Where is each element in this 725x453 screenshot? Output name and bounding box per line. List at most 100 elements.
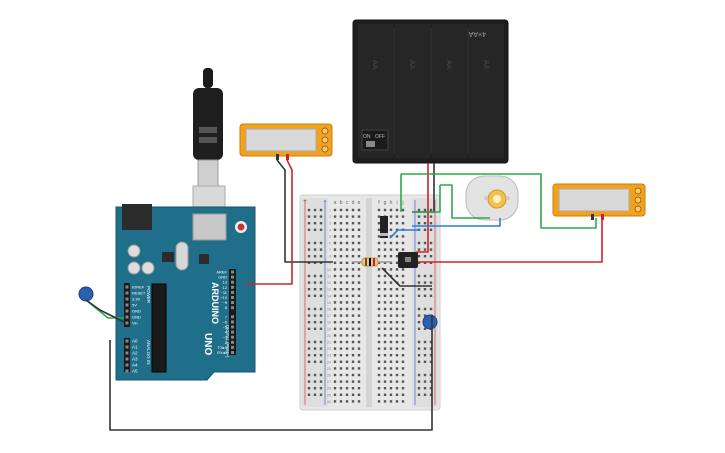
breadboard-hole[interactable] <box>377 228 381 231</box>
breadboard-hole[interactable] <box>401 334 405 337</box>
breadboard-hole[interactable] <box>377 208 381 212</box>
rail-hole[interactable] <box>417 274 421 278</box>
breadboard-hole[interactable] <box>389 380 393 383</box>
rail-hole[interactable] <box>307 347 311 350</box>
arduino-uno[interactable]: ARDUINO UNO POWER ANALOG IN DIGITAL (PWM… <box>115 204 256 381</box>
breadboard-hole[interactable] <box>401 367 405 370</box>
breadboard-hole[interactable] <box>377 215 381 218</box>
breadboard-hole[interactable] <box>351 380 355 383</box>
breadboard-hole[interactable] <box>357 334 361 337</box>
breadboard-hole[interactable] <box>395 208 399 212</box>
breadboard-hole[interactable] <box>333 347 337 350</box>
breadboard-hole[interactable] <box>333 387 337 390</box>
reset-button[interactable] <box>237 223 245 231</box>
breadboard-hole[interactable] <box>383 248 387 251</box>
breadboard-hole[interactable] <box>333 327 337 330</box>
rail-hole[interactable] <box>319 393 323 396</box>
breadboard-hole[interactable] <box>395 400 399 403</box>
rail-hole[interactable] <box>307 208 311 212</box>
breadboard-hole[interactable] <box>383 367 387 370</box>
rail-hole[interactable] <box>423 340 427 344</box>
power-pin[interactable] <box>125 315 129 319</box>
breadboard-hole[interactable] <box>383 380 387 383</box>
breadboard-hole[interactable] <box>351 288 355 291</box>
rail-hole[interactable] <box>313 354 317 357</box>
breadboard-hole[interactable] <box>389 387 393 390</box>
analog-pin[interactable] <box>125 345 129 349</box>
rail-hole[interactable] <box>313 281 317 284</box>
breadboard-hole[interactable] <box>377 367 381 370</box>
multimeter-left[interactable] <box>239 123 333 160</box>
rail-hole[interactable] <box>423 347 427 350</box>
breadboard-hole[interactable] <box>389 288 393 291</box>
breadboard-hole[interactable] <box>351 393 355 396</box>
breadboard-hole[interactable] <box>401 294 405 297</box>
rail-hole[interactable] <box>417 354 421 357</box>
breadboard-hole[interactable] <box>395 360 399 363</box>
digital-pin[interactable] <box>231 270 234 274</box>
breadboard-hole[interactable] <box>339 301 343 304</box>
breadboard-hole[interactable] <box>339 255 343 258</box>
rail-hole[interactable] <box>319 274 323 278</box>
breadboard-hole[interactable] <box>377 354 381 357</box>
rail-hole[interactable] <box>429 307 433 311</box>
rail-hole[interactable] <box>417 327 421 330</box>
breadboard-hole[interactable] <box>389 327 393 330</box>
digital-pin[interactable] <box>231 285 234 289</box>
rail-hole[interactable] <box>313 373 317 377</box>
breadboard-hole[interactable] <box>383 255 387 258</box>
multimeter-left-terminal-a[interactable] <box>321 127 329 135</box>
breadboard-hole[interactable] <box>383 307 387 311</box>
rail-hole[interactable] <box>429 241 433 245</box>
rail-hole[interactable] <box>307 321 311 324</box>
analog-pin[interactable] <box>125 339 129 343</box>
breadboard-hole[interactable] <box>401 307 405 311</box>
breadboard-hole[interactable] <box>339 314 343 317</box>
breadboard-hole[interactable] <box>377 241 381 245</box>
breadboard-hole[interactable] <box>333 228 337 231</box>
wire-blue-diode[interactable] <box>389 229 420 239</box>
breadboard-hole[interactable] <box>339 321 343 324</box>
breadboard-hole[interactable] <box>339 334 343 337</box>
breadboard-hole[interactable] <box>333 222 337 225</box>
breadboard-hole[interactable] <box>333 367 337 370</box>
rail-hole[interactable] <box>429 387 433 390</box>
breadboard-hole[interactable] <box>351 261 355 264</box>
breadboard-hole[interactable] <box>339 241 343 245</box>
rail-hole[interactable] <box>307 222 311 225</box>
wire-arduino-pin13[interactable] <box>246 159 293 285</box>
breadboard-hole[interactable] <box>357 360 361 363</box>
digital-pin[interactable] <box>231 325 234 329</box>
breadboard-hole[interactable] <box>401 360 405 363</box>
breadboard-hole[interactable] <box>395 367 399 370</box>
breadboard-hole[interactable] <box>351 360 355 363</box>
digital-pin[interactable] <box>231 330 234 334</box>
rail-hole[interactable] <box>417 241 421 245</box>
breadboard-hole[interactable] <box>357 373 361 377</box>
breadboard-hole[interactable] <box>395 261 399 264</box>
breadboard-hole[interactable] <box>351 334 355 337</box>
breadboard-hole[interactable] <box>339 393 343 396</box>
breadboard-hole[interactable] <box>345 228 349 231</box>
breadboard-hole[interactable] <box>339 327 343 330</box>
power-pin[interactable] <box>125 303 129 307</box>
rail-hole[interactable] <box>319 314 323 317</box>
breadboard-hole[interactable] <box>383 400 387 403</box>
wire-green-multimeter-right[interactable] <box>401 173 597 229</box>
breadboard-hole[interactable] <box>351 241 355 245</box>
rail-hole[interactable] <box>307 393 311 396</box>
breadboard-hole[interactable] <box>357 235 361 238</box>
breadboard-hole[interactable] <box>377 360 381 363</box>
rail-hole[interactable] <box>417 321 421 324</box>
breadboard-hole[interactable] <box>357 354 361 357</box>
breadboard-hole[interactable] <box>357 288 361 291</box>
breadboard-hole[interactable] <box>357 241 361 245</box>
breadboard-hole[interactable] <box>357 314 361 317</box>
rail-hole[interactable] <box>423 281 427 284</box>
digital-pin[interactable] <box>231 306 234 310</box>
rail-hole[interactable] <box>429 255 433 258</box>
breadboard-hole[interactable] <box>339 354 343 357</box>
power-pin[interactable] <box>125 291 129 295</box>
breadboard-hole[interactable] <box>345 222 349 225</box>
